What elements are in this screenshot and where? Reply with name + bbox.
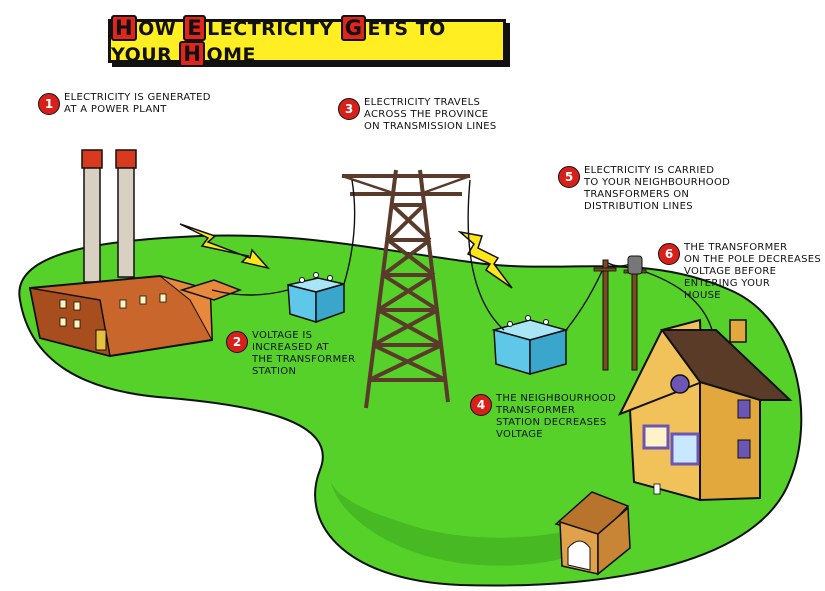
grass-shadow (330, 480, 604, 566)
title-banner: How Electricity Gets to Your Home (108, 15, 506, 67)
step-6-label: 6 The transformer on the pole decreases … (658, 242, 821, 302)
title-rest-3: ets to Your (111, 18, 446, 66)
step-4-label: 4 The neighbourhood transformer station … (470, 393, 616, 441)
power-plant-icon (28, 149, 243, 358)
utility-pole-icon (593, 255, 647, 371)
step-text-6: The transformer on the pole decreases vo… (684, 242, 822, 301)
step-badge-1: 1 (38, 93, 60, 115)
title-rest-4: ome (206, 44, 257, 66)
step-badge-5: 5 (558, 166, 580, 188)
step-2-label: 2 Voltage is increased at the Transforme… (226, 330, 355, 378)
step-text-4: The neighbourhood transformer station de… (496, 393, 617, 440)
step-1-label: 1 Electricity is Generated at a Power Pl… (38, 92, 211, 116)
transmission-tower-icon (341, 169, 471, 409)
lightning-bolt-icon (179, 223, 271, 270)
step-text-5: Electricity is carried to your neighbour… (584, 165, 731, 212)
step-badge-6: 6 (658, 243, 680, 265)
title-cap-4: H (179, 41, 206, 67)
transformer-icon (491, 315, 569, 376)
step-3-label: 3 Electricity travels across the provinc… (338, 97, 497, 133)
step-text-1: Electricity is Generated at a Power Plan… (64, 92, 211, 115)
title-cap-2: E (183, 15, 207, 41)
step-text-3: Electricity travels across the province … (364, 97, 497, 132)
step-5-label: 5 Electricity is carried to your neighbo… (558, 165, 730, 213)
title-cap-1: H (111, 15, 138, 41)
step-badge-3: 3 (338, 98, 360, 120)
doghouse-icon (554, 491, 631, 576)
title-rest-2: lectricity (207, 18, 341, 40)
title-cap-3: G (340, 15, 367, 41)
page-title: How Electricity Gets to Your Home (111, 15, 503, 67)
title-rest-1: ow (138, 18, 184, 40)
step-text-2: Voltage is increased at the Transformer … (252, 330, 356, 377)
house-icon (617, 318, 793, 502)
transformer-icon (287, 272, 345, 324)
step-badge-2: 2 (226, 331, 248, 353)
step-badge-4: 4 (470, 394, 492, 416)
